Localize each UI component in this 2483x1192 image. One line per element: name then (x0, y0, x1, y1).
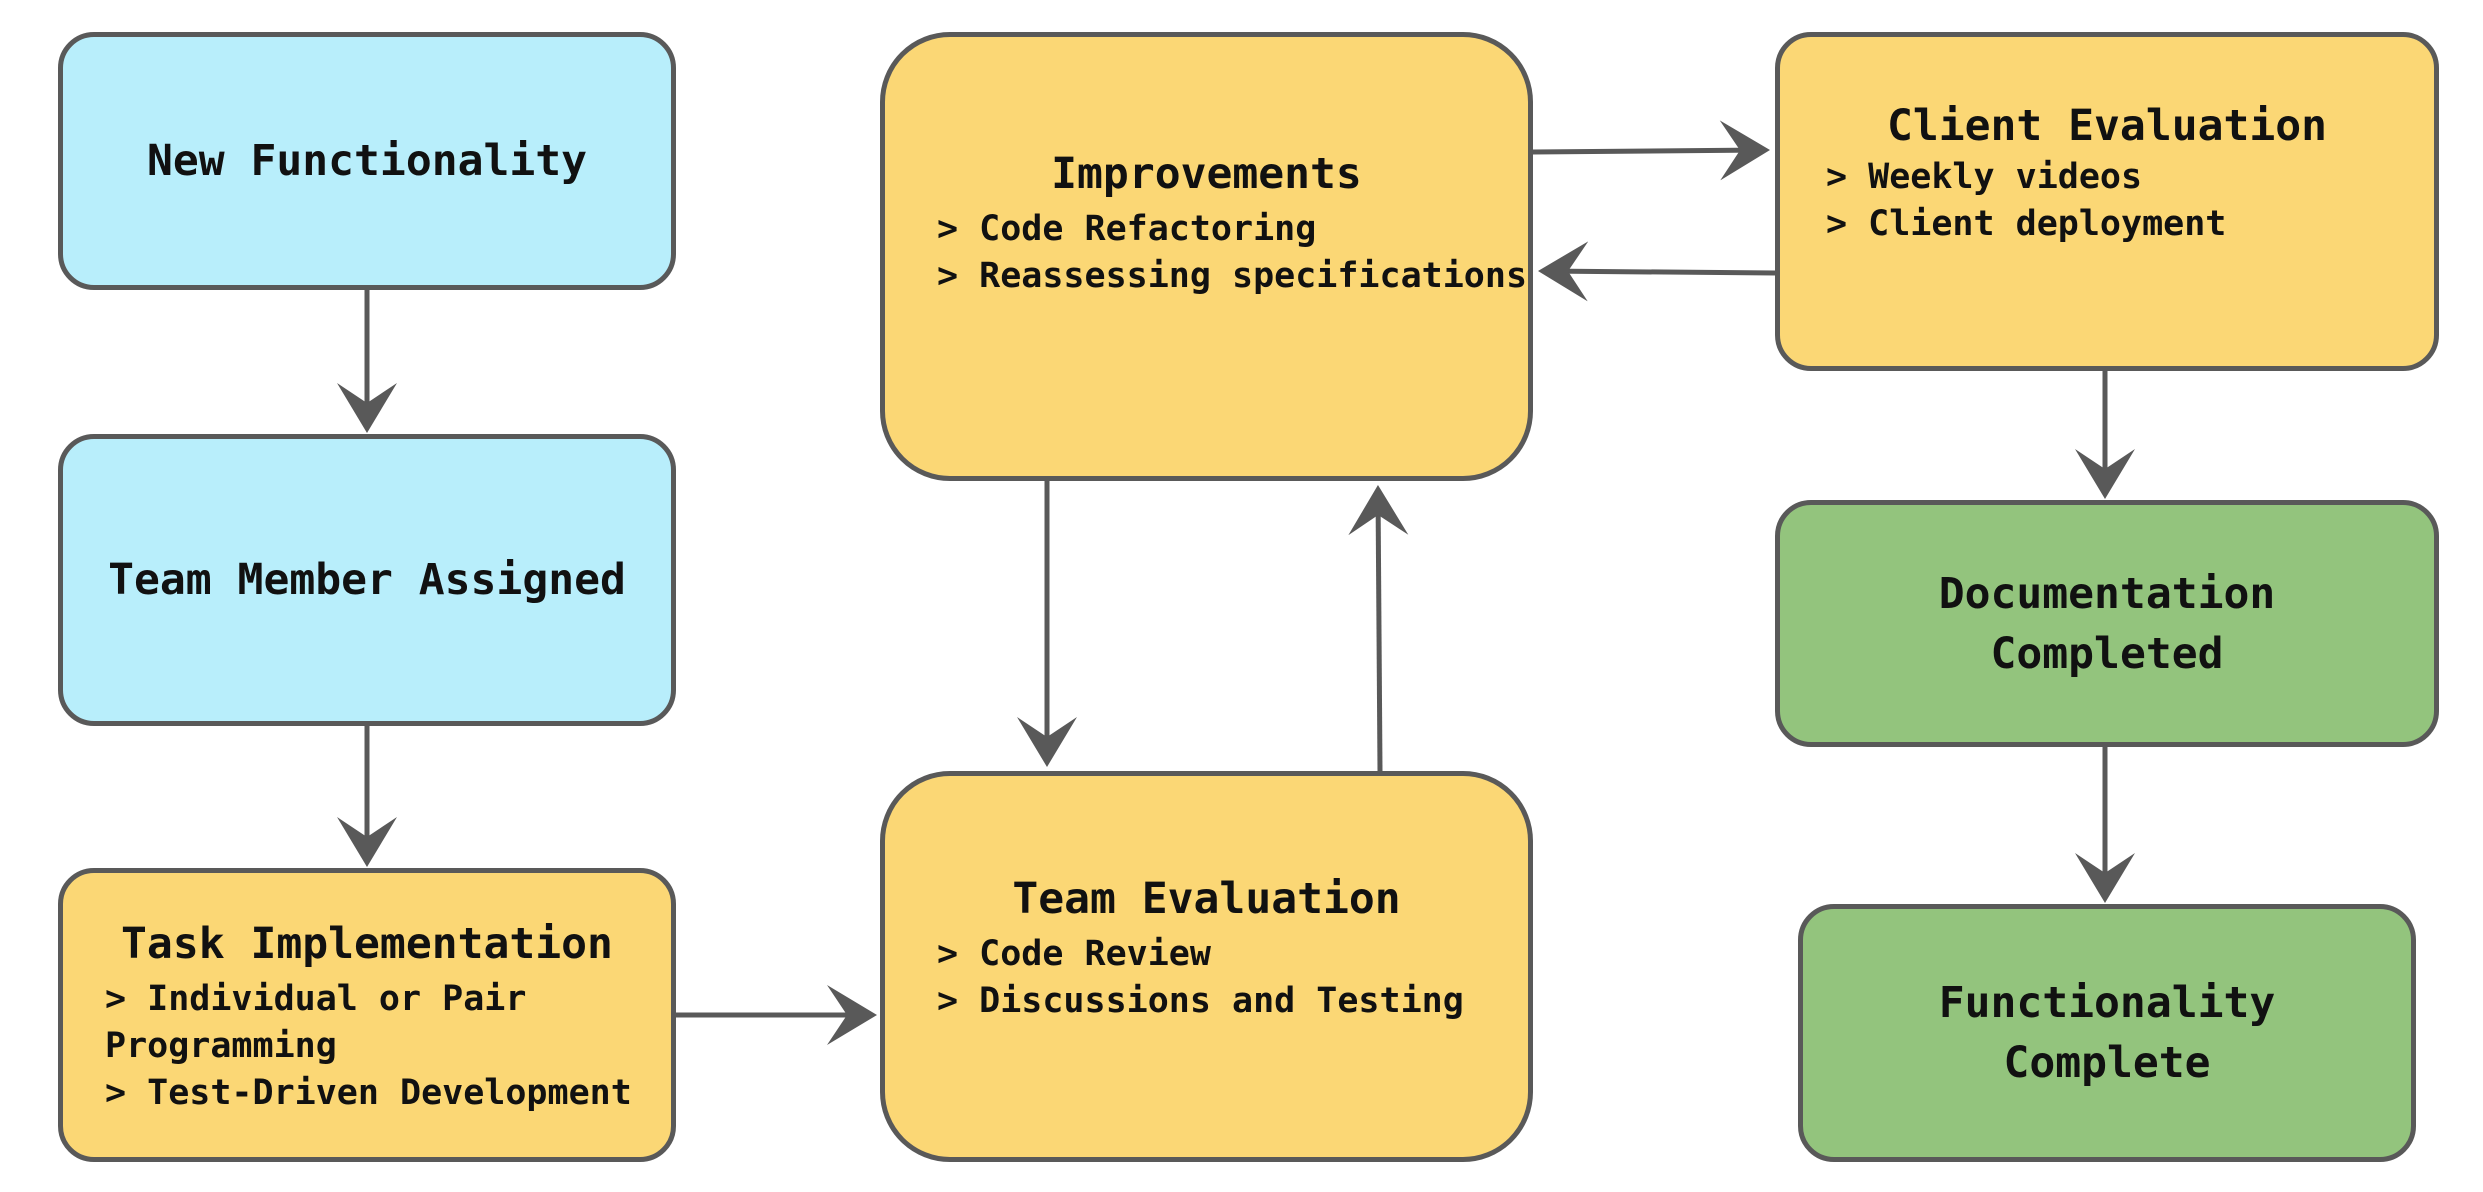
node-task-implementation[interactable]: Task Implementation > Individual or Pair… (58, 868, 676, 1162)
detail-line: > Code Refactoring (937, 208, 1317, 249)
edge-team-evaluation-to-improvements (1348, 485, 1409, 772)
node-client-evaluation[interactable]: Client Evaluation > Weekly videos > Clie… (1775, 32, 2439, 371)
node-new-functionality[interactable]: New Functionality (58, 32, 676, 290)
node-title: Team Member Assigned (108, 555, 626, 605)
node-details: > Weekly videos > Client deployment (1780, 154, 2434, 308)
detail-line: > Reassessing specifications (937, 255, 1528, 296)
node-title: Client Evaluation (1886, 100, 2328, 151)
node-title: Functionality Complete (1938, 978, 2276, 1088)
node-team-member-assigned[interactable]: Team Member Assigned (58, 434, 676, 726)
detail-line: > Test-Driven Development (105, 1072, 632, 1113)
node-title: Documentation Completed (1938, 568, 2276, 679)
node-details: > Code Refactoring > Reassessing specifi… (885, 206, 1528, 370)
node-title: Improvements (1051, 148, 1362, 199)
detail-line: Programming (105, 1025, 337, 1066)
node-functionality-complete[interactable]: Functionality Complete (1798, 904, 2416, 1162)
node-title: Team Evaluation (1012, 873, 1401, 924)
detail-line: > Discussions and Testing (937, 980, 1464, 1021)
node-title: New Functionality (146, 136, 588, 186)
edge-client-evaluation-to-improvements (1538, 241, 1776, 302)
node-details: > Code Review > Discussions and Testing (885, 931, 1528, 1065)
edge-improvements-to-client-evaluation (1532, 120, 1770, 181)
detail-line: > Weekly videos (1826, 156, 2143, 197)
node-documentation-completed[interactable]: Documentation Completed (1775, 500, 2439, 747)
detail-line: > Client deployment (1826, 203, 2227, 244)
detail-line: > Code Review (937, 933, 1211, 974)
node-details: > Individual or Pair Programming > Test-… (63, 976, 671, 1117)
node-improvements[interactable]: Improvements > Code Refactoring > Reasse… (880, 32, 1533, 481)
detail-line: > Individual or Pair (105, 978, 527, 1019)
node-team-evaluation[interactable]: Team Evaluation > Code Review > Discussi… (880, 771, 1533, 1162)
node-title: Task Implementation (121, 918, 613, 969)
